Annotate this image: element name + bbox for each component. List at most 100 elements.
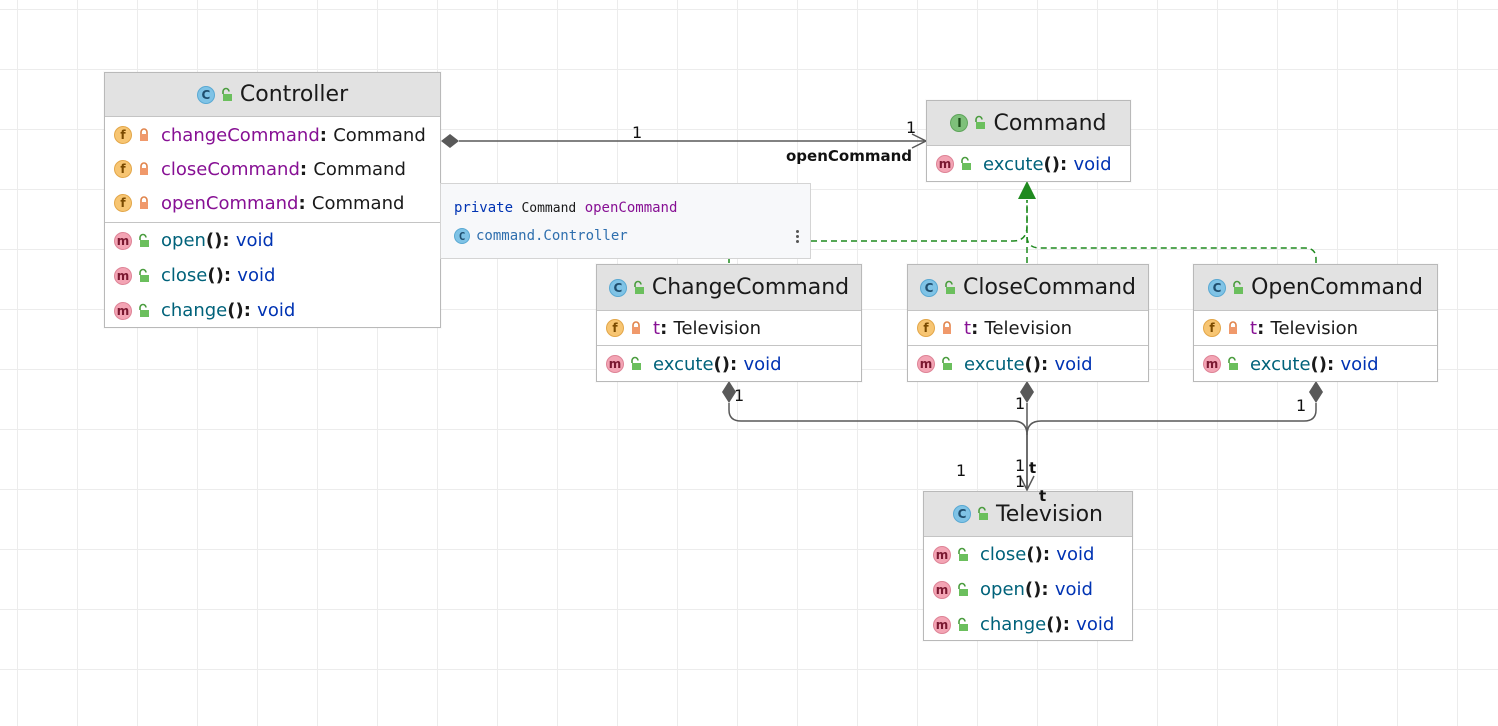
mult-open-command: 1 xyxy=(1296,396,1307,415)
tooltip-location: C command.Controller xyxy=(454,228,628,244)
method-row[interactable]: m change(): void xyxy=(924,607,1132,642)
field-icon: f xyxy=(917,319,935,337)
field-name: closeCommand xyxy=(161,158,300,180)
method-parens: () xyxy=(1043,153,1060,175)
field-type: Television xyxy=(984,317,1073,339)
abstract-method-icon: m xyxy=(936,155,954,173)
class-change-command[interactable]: C ChangeCommand f t: Television m excute… xyxy=(596,264,862,382)
public-visibility-icon xyxy=(137,303,151,319)
class-command[interactable]: I Command m excute(): void xyxy=(926,100,1131,182)
private-lock-icon xyxy=(137,195,151,211)
type-colon: : xyxy=(298,192,312,214)
field-row[interactable]: f openCommand: Command xyxy=(105,186,440,220)
field-type: Command xyxy=(333,124,426,146)
method-name: excute xyxy=(1250,353,1311,375)
return-type: void xyxy=(1073,153,1112,175)
private-lock-icon xyxy=(137,161,151,177)
field-row[interactable]: f closeCommand: Command xyxy=(105,152,440,186)
public-visibility-icon xyxy=(940,356,954,372)
method-row[interactable]: m open(): void xyxy=(105,223,440,258)
tooltip-type: Command xyxy=(521,201,577,216)
public-visibility-icon xyxy=(976,506,990,522)
edge-realization-arrowhead xyxy=(1018,181,1036,199)
type-colon: : xyxy=(1042,544,1057,565)
method-row[interactable]: m change(): void xyxy=(105,293,440,328)
method-row[interactable]: m excute(): void xyxy=(927,146,1130,182)
methods-section: m excute(): void xyxy=(927,146,1130,182)
class-change-command-header[interactable]: C ChangeCommand xyxy=(597,265,861,311)
method-row[interactable]: m close(): void xyxy=(924,537,1132,572)
method-name: excute xyxy=(983,153,1044,175)
method-parens: () xyxy=(205,230,223,251)
field-row[interactable]: f changeCommand: Command xyxy=(105,118,440,152)
method-parens: () xyxy=(207,265,224,286)
method-name: close xyxy=(980,544,1027,565)
edge-open-tv xyxy=(1026,403,1317,436)
method-icon: m xyxy=(114,231,132,250)
field-row[interactable]: f t: Television xyxy=(908,311,1148,345)
method-name: open xyxy=(161,230,206,251)
private-lock-icon xyxy=(940,320,954,336)
method-icon: m xyxy=(917,355,935,373)
field-type: Command xyxy=(311,192,405,214)
method-parens: () xyxy=(1026,544,1043,565)
class-open-command-header[interactable]: C OpenCommand xyxy=(1194,265,1437,311)
class-icon: C xyxy=(1208,278,1227,297)
class-controller[interactable]: C Controller f changeCommand: Command f … xyxy=(104,72,441,328)
tooltip-class-path[interactable]: command.Controller xyxy=(476,228,628,244)
field-type: Command xyxy=(313,158,406,180)
class-icon: C xyxy=(608,278,627,297)
field-icon: f xyxy=(1203,319,1221,337)
role-television-a: t xyxy=(1029,459,1037,477)
methods-section: m close(): void m open(): void m change(… xyxy=(924,537,1132,642)
mult-command: 1 xyxy=(906,118,917,137)
class-close-command-header[interactable]: C CloseCommand xyxy=(908,265,1148,311)
class-icon: C xyxy=(196,85,215,104)
mult-television-a: 1 xyxy=(1015,456,1026,475)
method-parens: () xyxy=(713,353,730,375)
edge-open-tv-diamond xyxy=(1309,381,1323,403)
method-row[interactable]: m open(): void xyxy=(924,572,1132,607)
method-row[interactable]: m excute(): void xyxy=(597,346,861,382)
method-row[interactable]: m excute(): void xyxy=(908,346,1148,382)
class-name: Controller xyxy=(239,82,349,107)
class-controller-header[interactable]: C Controller xyxy=(105,73,440,117)
method-parens: () xyxy=(1310,353,1327,375)
class-television-header[interactable]: C Television xyxy=(924,492,1132,537)
public-visibility-icon xyxy=(956,617,970,633)
public-visibility-icon xyxy=(220,87,234,103)
method-icon: m xyxy=(1203,355,1221,373)
edge-close-tv-diamond xyxy=(1020,381,1034,403)
tooltip-signature: private Command openCommand xyxy=(454,200,677,216)
type-colon: : xyxy=(1059,153,1074,175)
method-parens: () xyxy=(1024,353,1041,375)
method-name: change xyxy=(980,614,1047,635)
field-type: Television xyxy=(673,317,762,339)
method-row[interactable]: m excute(): void xyxy=(1194,346,1437,382)
class-television[interactable]: C Television m close(): void m open(): v… xyxy=(923,491,1133,641)
class-command-header[interactable]: I Command xyxy=(927,101,1130,146)
field-row[interactable]: f t: Television xyxy=(1194,311,1437,345)
public-visibility-icon xyxy=(137,268,151,284)
mult-television-left: 1 xyxy=(956,461,967,480)
method-parens: () xyxy=(1024,579,1042,600)
return-type: void xyxy=(743,353,782,375)
field-icon: f xyxy=(114,126,132,144)
more-options-icon[interactable] xyxy=(796,230,800,245)
class-name: Television xyxy=(996,501,1103,527)
edge-open-realizes-command xyxy=(1026,235,1317,263)
type-colon: : xyxy=(1326,353,1341,375)
field-row[interactable]: f t: Television xyxy=(597,311,861,345)
method-row[interactable]: m close(): void xyxy=(105,258,440,293)
return-type: void xyxy=(1076,614,1115,635)
type-colon: : xyxy=(971,317,985,339)
class-icon: C xyxy=(953,505,971,523)
class-open-command[interactable]: C OpenCommand f t: Television m excute()… xyxy=(1193,264,1438,382)
edge-change-tv-diamond xyxy=(722,381,736,403)
public-visibility-icon xyxy=(1231,280,1245,296)
field-quick-doc-popup[interactable]: private Command openCommand C command.Co… xyxy=(440,183,811,259)
return-type: void xyxy=(235,230,274,251)
class-close-command[interactable]: C CloseCommand f t: Television m excute(… xyxy=(907,264,1149,382)
private-lock-icon xyxy=(1226,320,1240,336)
method-icon: m xyxy=(606,355,624,373)
